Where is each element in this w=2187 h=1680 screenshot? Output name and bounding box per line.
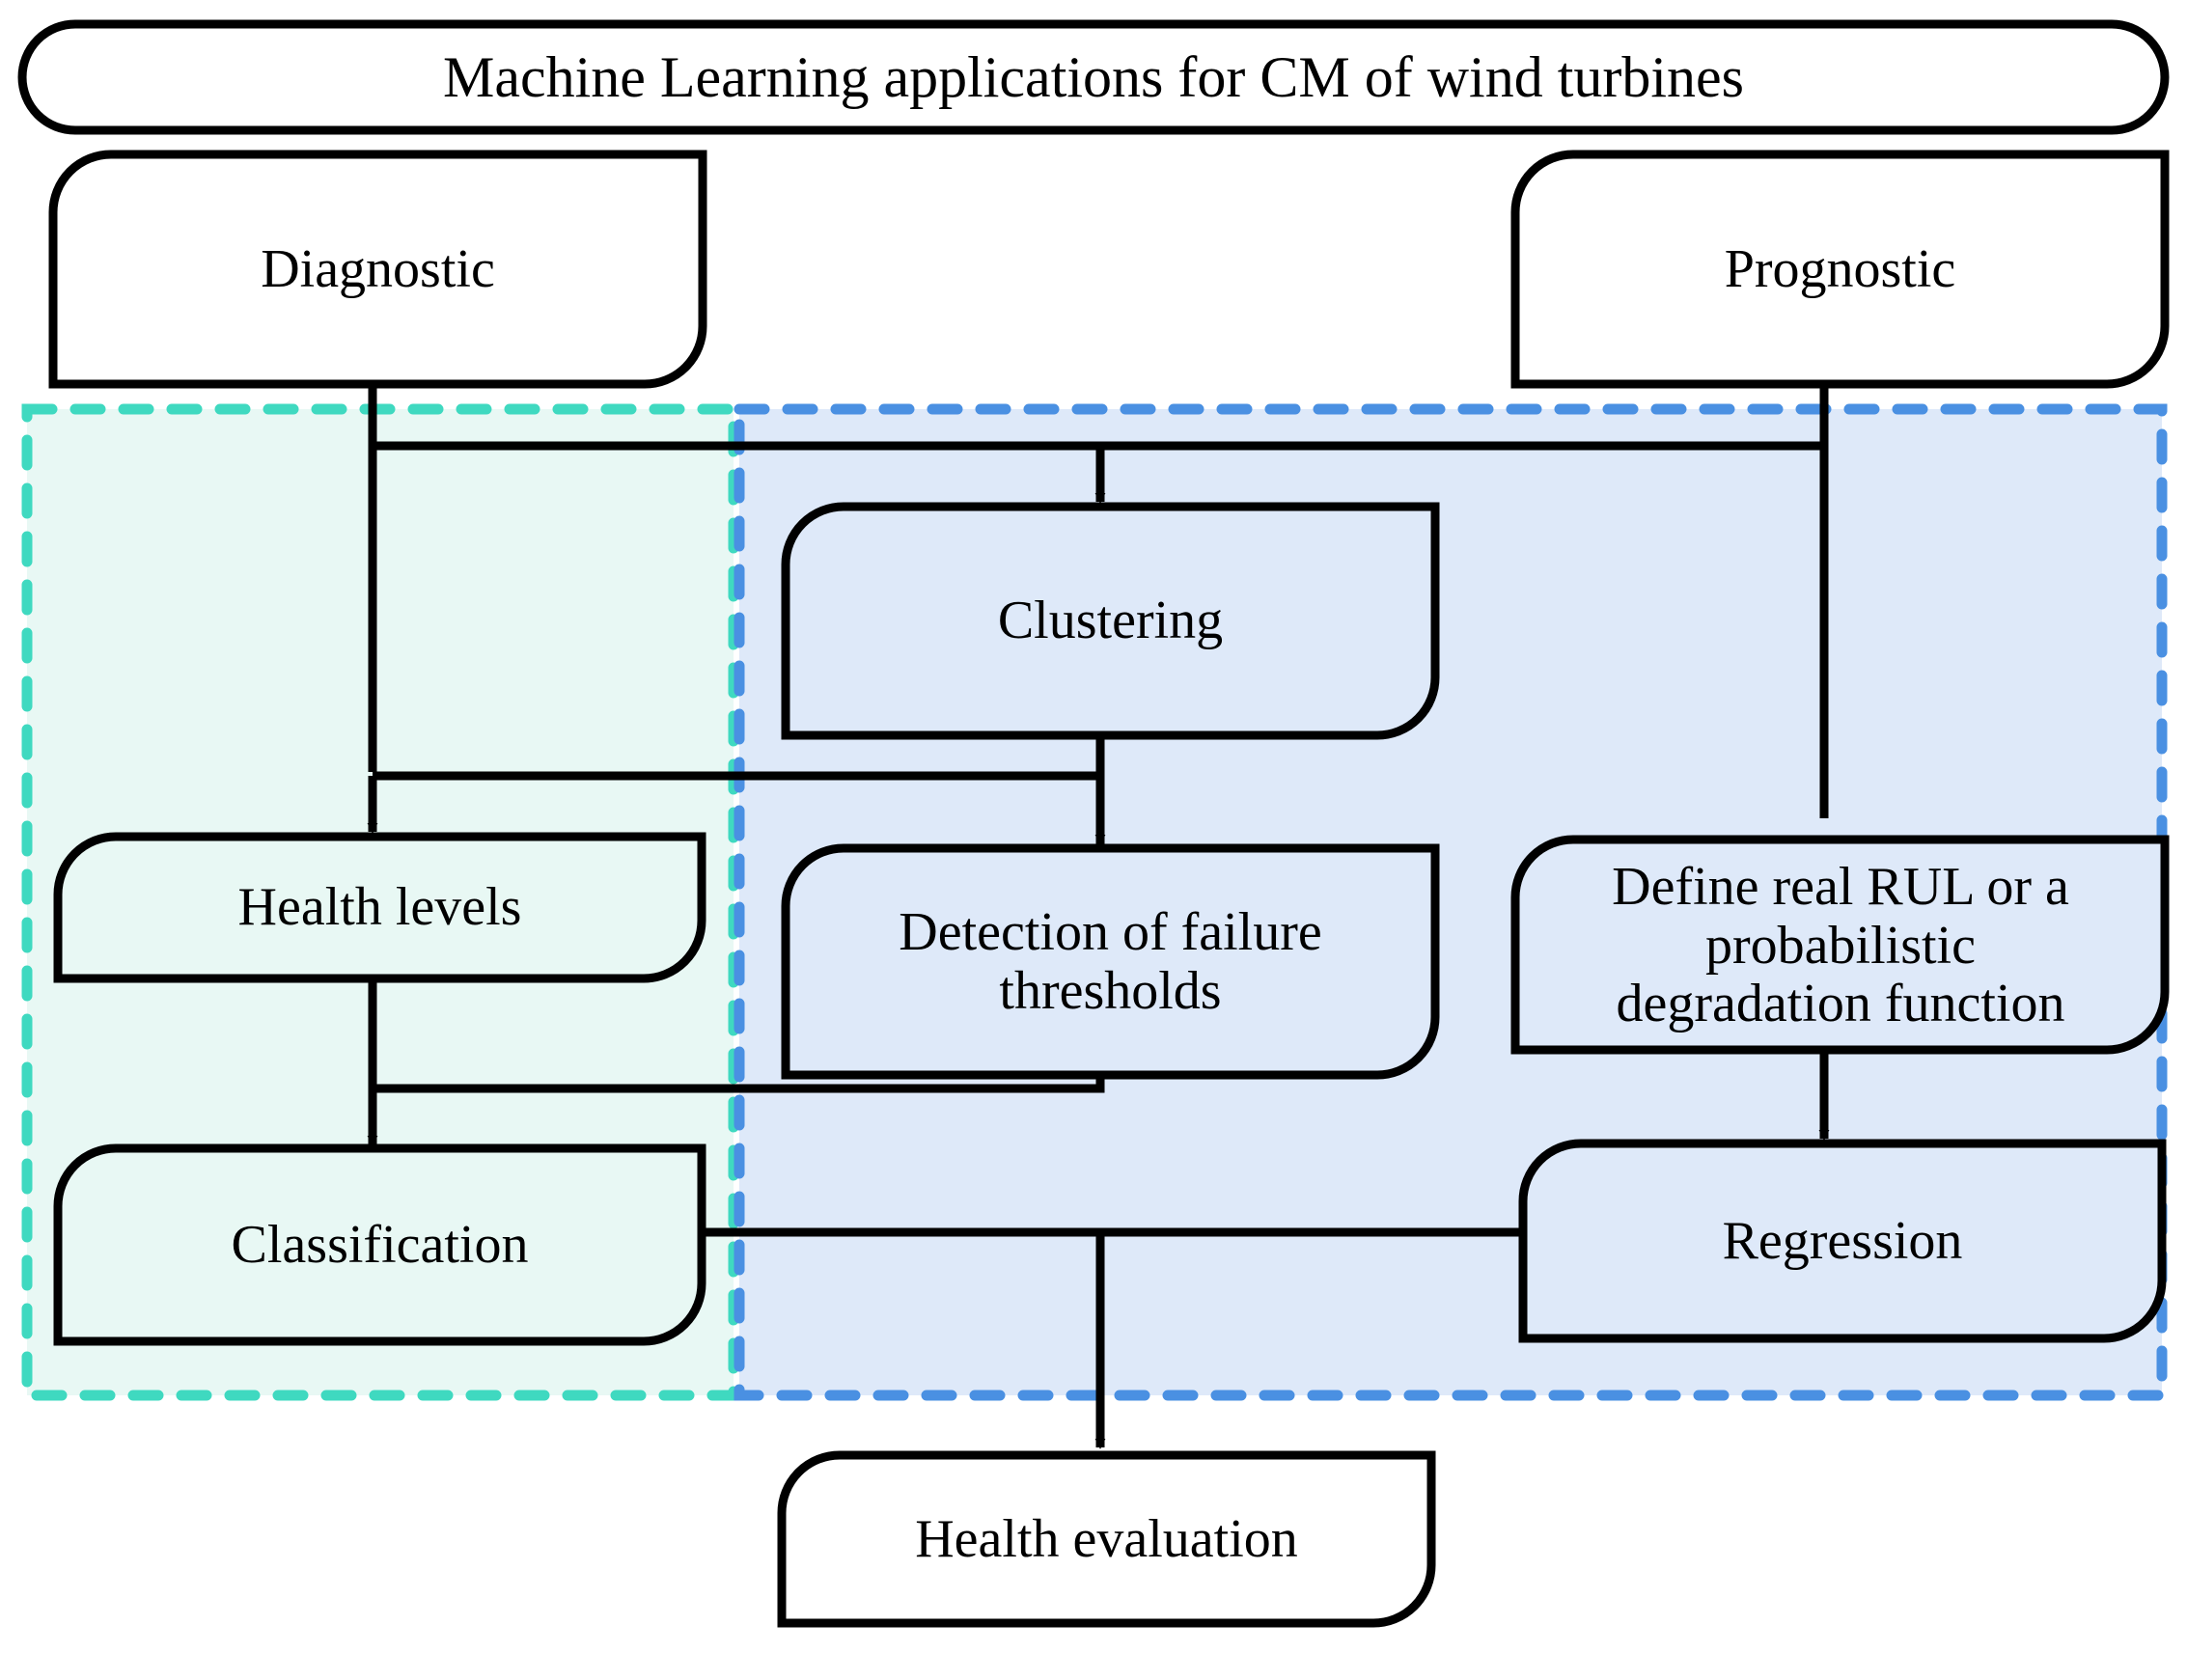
prognostic-box[interactable] [1510, 150, 2170, 389]
classification-box[interactable] [53, 1143, 706, 1346]
regression-box[interactable] [1518, 1139, 2167, 1343]
prognostic-region-border [734, 403, 2168, 1401]
health-evaluation-box[interactable] [777, 1450, 1436, 1628]
node-boxes [17, 19, 2170, 1628]
detection-thresholds-box[interactable] [781, 843, 1440, 1080]
diagnostic-region-border [21, 403, 739, 1401]
health-levels-box[interactable] [53, 832, 706, 983]
diagnostic-box[interactable] [48, 150, 707, 389]
clustering-box[interactable] [781, 502, 1440, 740]
title-box[interactable] [17, 19, 2170, 135]
connector-layer [367, 384, 1830, 1449]
edge-detection-to-classification [373, 1075, 1105, 1093]
define-rul-box[interactable] [1510, 835, 2170, 1055]
